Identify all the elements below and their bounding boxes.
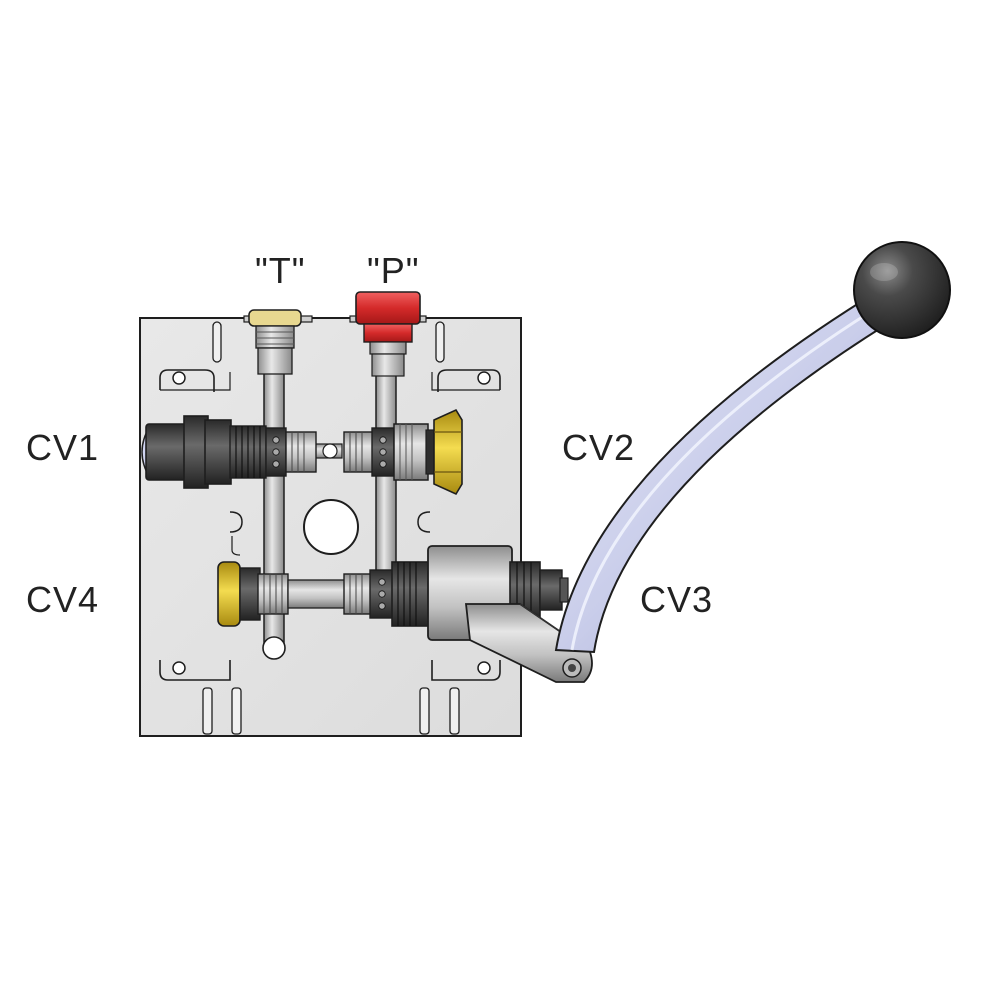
cv3-lever-actuator — [427, 545, 593, 683]
p-port-label: "P" — [367, 250, 420, 291]
cv1-cartridge — [141, 415, 317, 489]
t-port-label: "T" — [255, 250, 306, 291]
p-port-fitting — [349, 291, 427, 377]
cv4-label: CV4 — [26, 579, 100, 620]
manifold-block — [139, 317, 522, 737]
cv4-cartridge — [217, 561, 347, 627]
handle-knob — [853, 241, 951, 339]
lever-handle — [554, 288, 902, 654]
cv2-label: CV2 — [562, 427, 636, 468]
cv2-cartridge — [343, 408, 463, 496]
t-port-fitting — [243, 309, 313, 375]
cv3-label: CV3 — [640, 579, 714, 620]
cv1-label: CV1 — [26, 427, 100, 468]
cv3-cartridge — [343, 561, 433, 627]
